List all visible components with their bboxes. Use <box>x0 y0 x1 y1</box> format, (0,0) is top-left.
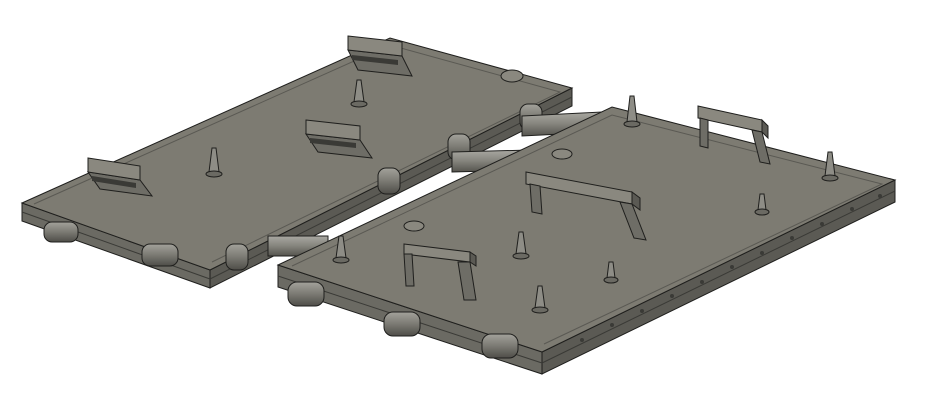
right-boss-1 <box>403 220 425 232</box>
right-boss-2 <box>551 148 573 160</box>
left-handle-2 <box>304 119 374 159</box>
left-handle-1 <box>86 157 154 197</box>
left-pin-1 <box>205 147 223 178</box>
left-hinge-1 <box>43 221 79 243</box>
right-pin-5 <box>623 95 641 128</box>
right-pin-6 <box>754 193 770 216</box>
right-pin-1 <box>332 235 350 264</box>
right-hinge-1 <box>287 281 325 307</box>
left-boss <box>500 69 524 83</box>
right-pin-2 <box>512 231 530 260</box>
right-pin-7 <box>821 151 839 182</box>
right-handle-3 <box>697 105 771 165</box>
right-hinge-2 <box>383 311 421 337</box>
right-pin-4 <box>603 261 619 284</box>
left-hinge-2 <box>141 243 179 267</box>
right-plate-lip <box>291 114 884 345</box>
right-hinge-3 <box>481 333 519 359</box>
right-handle-2 <box>525 171 647 241</box>
left-handle-3 <box>347 35 413 77</box>
left-side-hinge-1 <box>225 243 249 271</box>
right-plate-right-groove <box>541 190 896 364</box>
left-pin-2 <box>350 79 368 108</box>
right-plate-top-face <box>276 106 897 353</box>
right-pin-3 <box>531 285 549 314</box>
left-plate <box>20 35 574 289</box>
left-side-hinge-2 <box>377 167 401 195</box>
right-handle-1 <box>403 243 477 301</box>
right-plate <box>276 95 897 375</box>
right-plate-bolt-row <box>580 194 882 342</box>
